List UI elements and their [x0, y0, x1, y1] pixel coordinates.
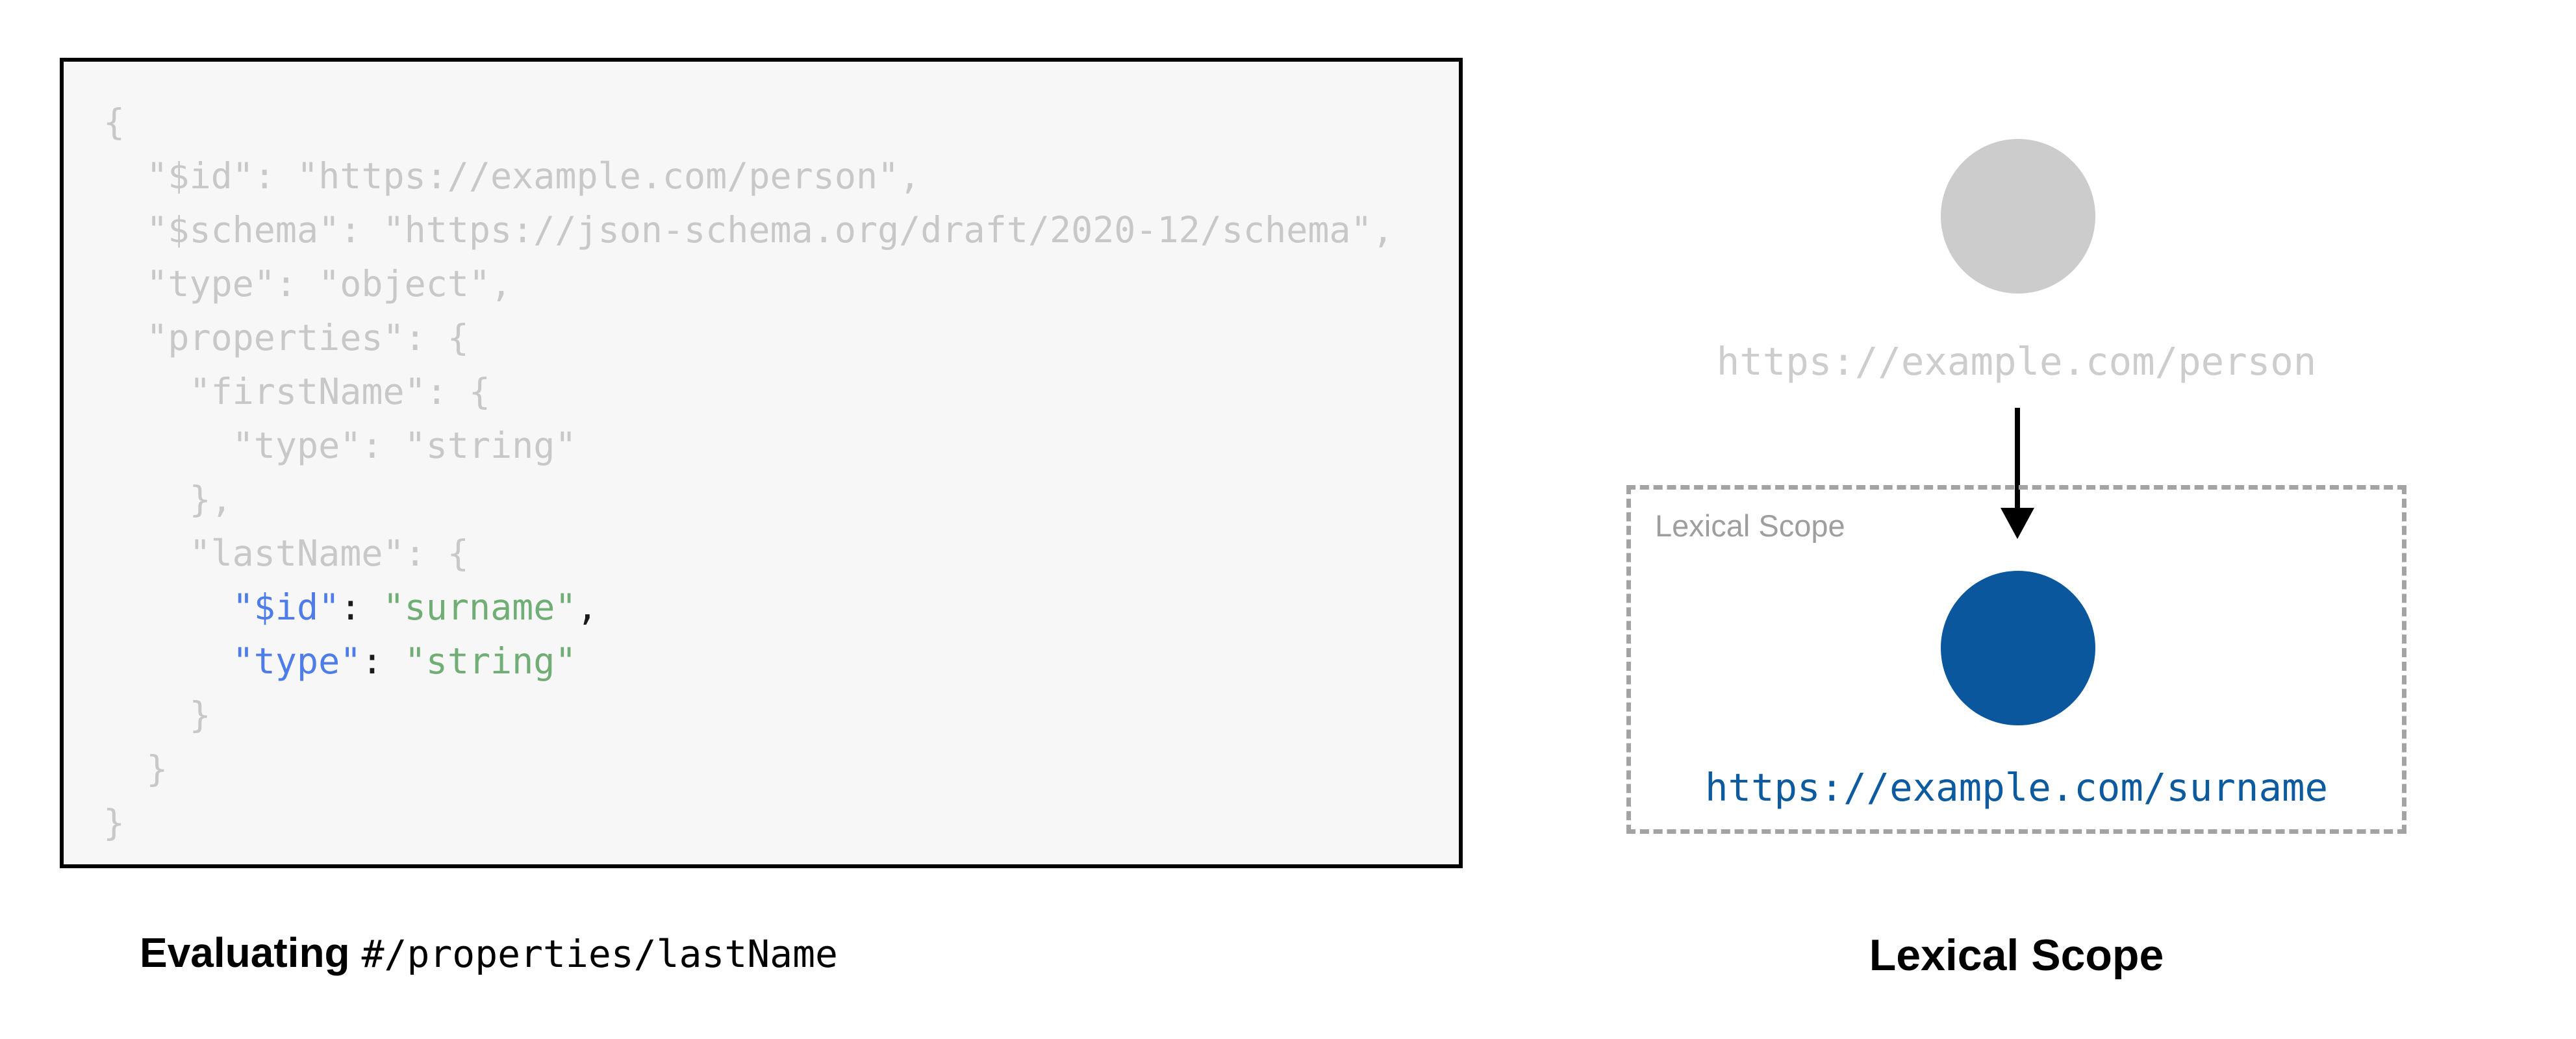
subschema-label: https://example.com/surname	[1704, 765, 2329, 810]
code-line: {	[103, 101, 125, 143]
root-schema-label: https://example.com/person	[1716, 339, 2317, 384]
code-line: }	[103, 694, 211, 736]
code-line: }	[103, 802, 125, 844]
code-line: "$id": "surname",	[232, 586, 598, 628]
arrow-down-icon	[2001, 508, 2034, 539]
lexical-scope-title: Lexical Scope	[1655, 508, 1845, 543]
code-line: },	[103, 479, 233, 520]
code-line: "lastName": {	[103, 532, 469, 574]
caption-evaluating-bold: Evaluating	[140, 929, 350, 976]
code-line: "type": "object",	[103, 263, 512, 305]
caption-evaluating: Evaluating#/properties/lastName	[140, 929, 838, 977]
code-line: "properties": {	[103, 317, 469, 358]
code-block: { "$id": "https://example.com/person", "…	[103, 95, 1452, 858]
caption-evaluating-path: #/properties/lastName	[361, 932, 838, 976]
lexical-scope-box	[1626, 485, 2406, 834]
root-schema-circle	[1941, 139, 2095, 294]
code-line: "type": "string"	[232, 640, 577, 682]
arrow-down-line	[2015, 408, 2020, 513]
code-line: "$schema": "https://json-schema.org/draf…	[103, 209, 1394, 251]
caption-lexical-scope: Lexical Scope	[1869, 931, 2164, 980]
code-line: "$id": "https://example.com/person",	[103, 155, 921, 197]
code-line: "type": "string"	[103, 425, 577, 466]
subschema-circle	[1941, 571, 2095, 725]
code-line: "firstName": {	[103, 371, 491, 412]
code-line: }	[103, 748, 168, 790]
schema-code-panel: { "$id": "https://example.com/person", "…	[60, 58, 1463, 868]
